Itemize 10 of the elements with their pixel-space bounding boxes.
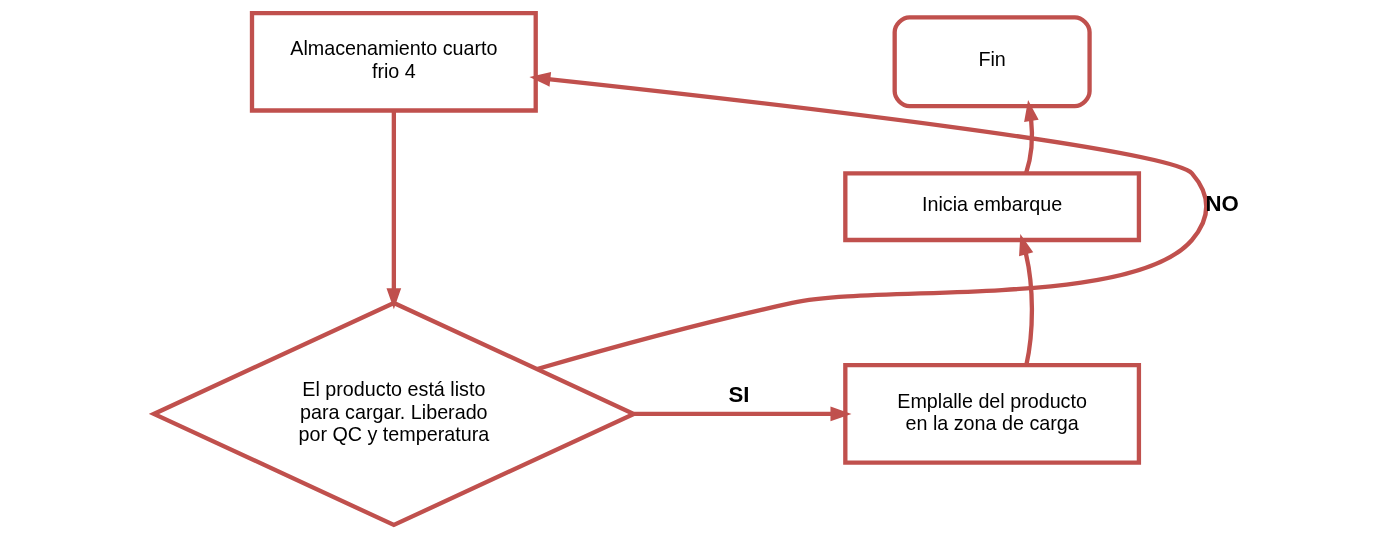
arrow	[633, 406, 851, 422]
arrow	[528, 72, 1208, 372]
node-box: Emplalle del producto en la zona de carga	[842, 363, 1141, 465]
arrow	[1018, 234, 1034, 366]
arrow	[386, 110, 401, 310]
edge-label: SI	[727, 382, 749, 408]
node-box: Almacenamiento cuarto frio 4	[249, 10, 538, 113]
node-box: Fin	[892, 15, 1092, 109]
arrow	[1023, 100, 1039, 174]
node-box: Inicia embarque	[842, 171, 1141, 243]
